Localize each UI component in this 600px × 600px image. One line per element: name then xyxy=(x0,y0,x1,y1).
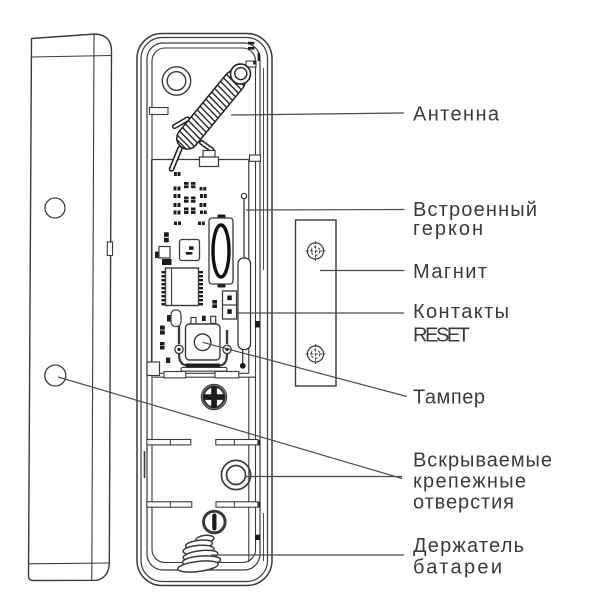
svg-text:отверстия: отверстия xyxy=(413,491,514,513)
svg-text:геркон: геркон xyxy=(413,218,483,240)
svg-text:Магнит: Магнит xyxy=(413,261,487,283)
svg-text:Вскрываемые: Вскрываемые xyxy=(413,449,552,471)
svg-text:Держатель: Держатель xyxy=(413,535,524,557)
svg-text:Тампер: Тампер xyxy=(413,387,485,409)
svg-text:RESET: RESET xyxy=(413,324,470,346)
svg-text:батареи: батареи xyxy=(413,557,502,579)
svg-text:Антенна: Антенна xyxy=(413,104,500,126)
svg-text:Контакты: Контакты xyxy=(413,301,509,323)
svg-text:Встроенный: Встроенный xyxy=(413,199,537,221)
svg-text:крепежные: крепежные xyxy=(413,470,526,492)
